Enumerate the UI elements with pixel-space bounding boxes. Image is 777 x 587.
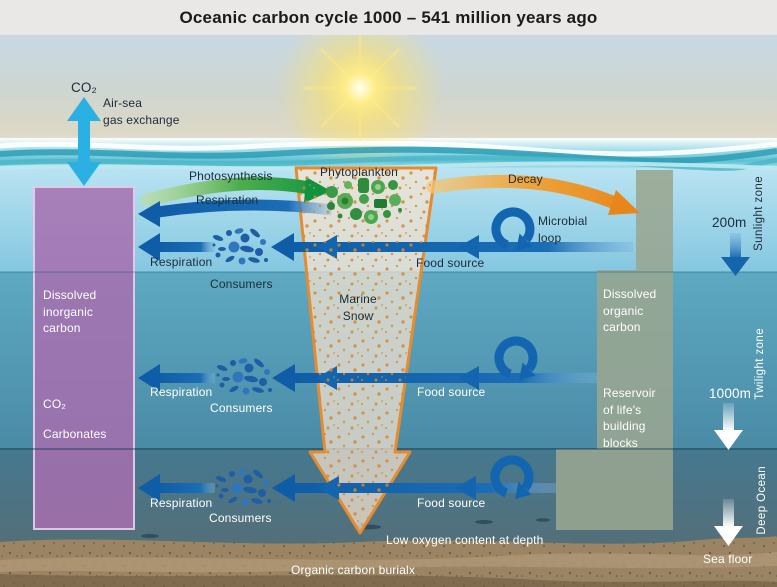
microbial-loop-label: Microbial loop	[538, 214, 588, 245]
doc-box-label: Dissolved organic carbon	[603, 287, 657, 335]
respiration-arrow-deep	[138, 474, 215, 502]
respiration-label-deep: Respiration	[150, 496, 213, 510]
air-sea-exchange-arrow	[67, 97, 101, 186]
consumers-label-deep: Consumers	[209, 511, 272, 525]
food-source-arrow-deep	[272, 474, 556, 502]
respiration-arrow-twilight	[138, 364, 215, 392]
respiration-label-surface: Respiration	[196, 193, 259, 207]
microbial-loop-icon-deep	[495, 460, 532, 499]
respiration-arrow-sunlight	[138, 233, 215, 261]
phytoplankton-label: Phytoplankton	[320, 165, 399, 179]
consumers-icons-sunlight	[212, 227, 268, 265]
zone-label-deep: Deep Ocean	[756, 466, 768, 535]
food-source-label-sunlight: Food source	[416, 256, 485, 270]
dic-carbonates-label: Carbonates	[43, 427, 107, 441]
depth-arrow-1000m	[714, 403, 743, 450]
dic-box-label: Dissolved inorganic carbon	[43, 288, 97, 336]
respiration-label-twilight: Respiration	[150, 385, 213, 399]
decay-label: Decay	[508, 172, 543, 186]
decay-arrow	[426, 174, 640, 215]
photosynthesis-label: Photosynthesis	[189, 169, 273, 183]
low-oxygen-label: Low oxygen content at depth	[386, 533, 544, 547]
zone-label-sunlight: Sunlight zone	[753, 176, 765, 251]
sea-floor-label: Sea floor	[703, 552, 753, 566]
marine-snow-particles	[296, 168, 436, 533]
food-source-label-deep: Food source	[417, 496, 486, 510]
depth-label-200m: 200m	[712, 215, 747, 230]
depth-arrow-200m	[721, 233, 750, 276]
organic-carbon-burial-label: Organic carbon burialx	[291, 563, 416, 577]
doc-reservoir-label: Reservoir of life's building blocks	[603, 386, 656, 450]
consumers-label-sunlight: Consumers	[210, 277, 273, 291]
sea-floor-arrow	[714, 499, 743, 546]
sea-floor-sediment	[0, 536, 777, 587]
air-sea-gas-exchange-label: Air-sea gas exchange	[103, 96, 180, 127]
phytoplankton-icons	[326, 178, 402, 224]
consumers-icons-twilight	[216, 357, 272, 395]
consumers-label-twilight: Consumers	[210, 401, 273, 415]
co2-atmosphere-label: CO₂	[71, 80, 97, 95]
depth-label-1000m: 1000m	[709, 386, 752, 401]
consumers-icons-deep	[215, 468, 271, 506]
food-source-label-twilight: Food source	[417, 385, 486, 399]
page-title: Oceanic carbon cycle 1000 – 541 million …	[179, 7, 598, 27]
dissolved-inorganic-carbon-box	[33, 186, 135, 530]
respiration-label-sunlight: Respiration	[150, 255, 213, 269]
sun-icon	[276, 35, 444, 170]
dic-co2-label: CO₂	[43, 397, 67, 411]
zone-label-twilight: Twilight zone	[754, 328, 766, 400]
title-band: Oceanic carbon cycle 1000 – 541 million …	[0, 0, 777, 35]
marine-snow-label: Marine Snow	[339, 292, 377, 323]
